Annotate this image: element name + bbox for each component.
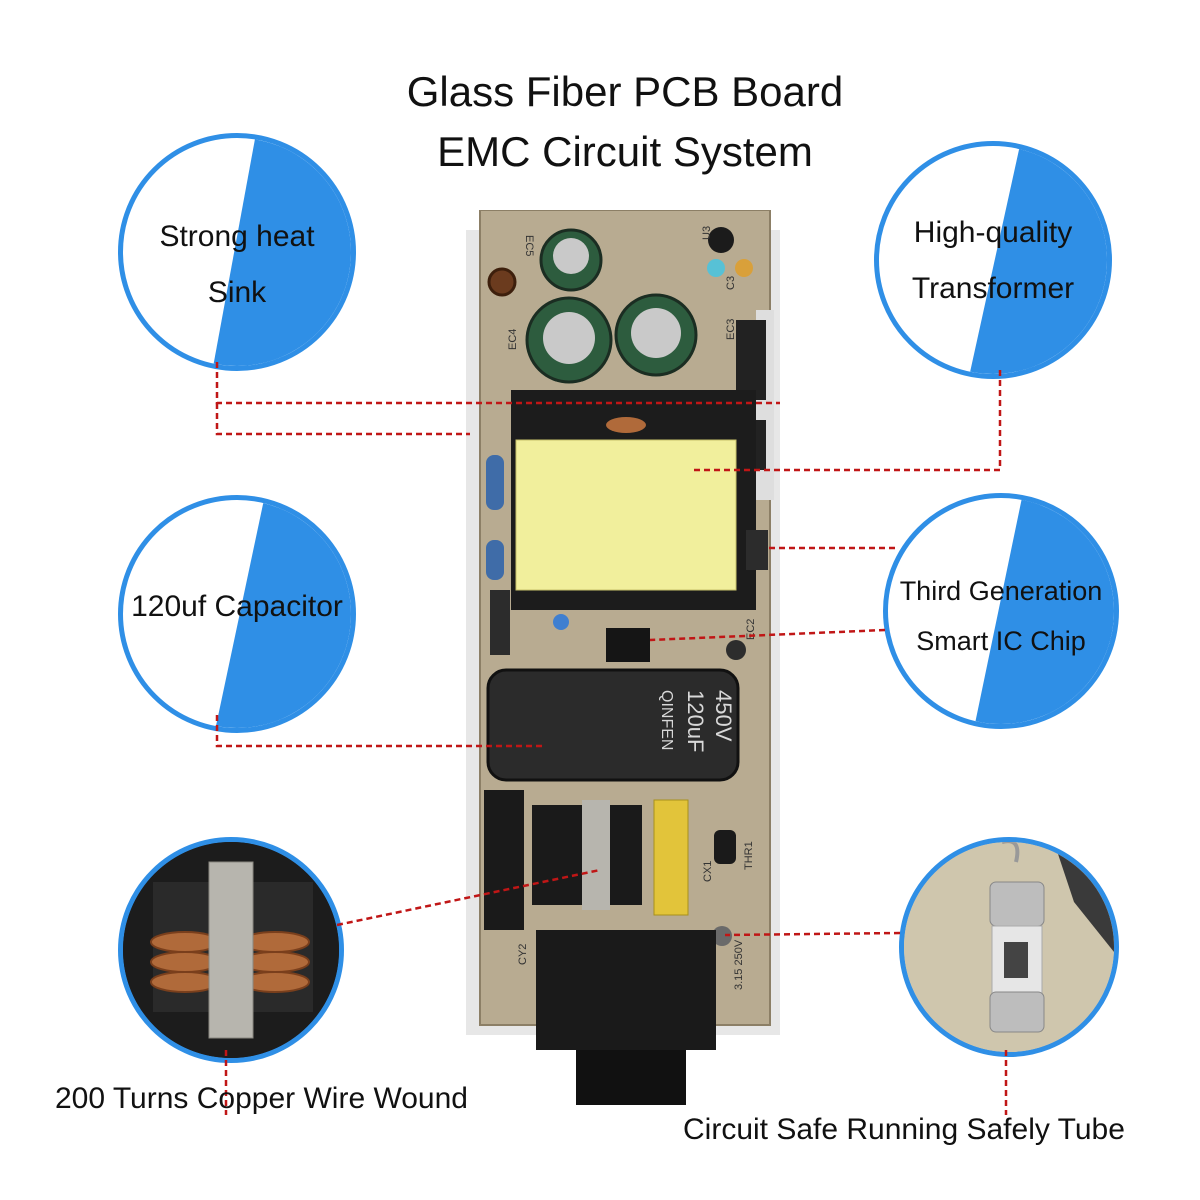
inductor-icon [487, 267, 517, 297]
pcb-board: EC5 EC4 EC3 EC2 C3 U3 CX1 CY2 THR1 3.15 … [466, 210, 780, 1105]
board-label-ec4: EC4 [507, 329, 519, 350]
badge-blue-half [974, 498, 1114, 724]
capacitor-top-icon [631, 308, 681, 358]
chip-u2-icon [746, 530, 768, 570]
capacitor-blue-icon [553, 614, 569, 630]
coil-photo [118, 837, 344, 1063]
transformer-tape-icon [515, 439, 737, 591]
small-capacitor-icon [735, 259, 753, 277]
heat-sink-badge: Strong heat Sink [118, 133, 356, 371]
inlet-lip-icon [576, 1050, 686, 1105]
transistor-icon [708, 227, 734, 253]
capacitor-blue-icon [486, 540, 504, 580]
capacitor-badge: 120uf Capacitor [118, 495, 356, 733]
ic-chip-label-1: Third Generation [899, 576, 1103, 606]
ac-inlet-icon [536, 930, 716, 1050]
board-label-ec3: EC3 [725, 319, 737, 340]
capacitor-ec2-icon [726, 640, 746, 660]
rectifier-icon [736, 320, 766, 400]
capacitor-voltage-text: 450V [711, 690, 736, 742]
coil-caption: 200 Turns Copper Wire Wound [55, 1082, 468, 1115]
leader-heat-sink-bottom [215, 403, 470, 436]
badge-blue-half [215, 500, 351, 728]
badge-blue-half [213, 138, 351, 366]
mosfet-icon [490, 590, 510, 655]
capacitor-top-icon [553, 238, 589, 274]
heat-sink-label-2: Sink [207, 276, 267, 309]
badge-blue-half [969, 146, 1107, 374]
ic-chip-badge: Third Generation Smart IC Chip [883, 493, 1119, 729]
winding-icon [606, 417, 646, 433]
fuse-icon [712, 926, 732, 946]
choke-icon [484, 790, 524, 930]
transformer-label-1: High-quality [913, 216, 1073, 249]
title-line-2: EMC Circuit System [437, 128, 813, 175]
capacitor-value-text: 120uF [683, 690, 708, 752]
capacitor-blue-icon [486, 455, 504, 510]
board-label-u3: U3 [701, 226, 713, 240]
board-label-c3: C3 [725, 276, 737, 290]
fuse-photo [899, 837, 1119, 1057]
ic-chip-icon [606, 628, 650, 662]
board-label-ec2: EC2 [745, 619, 757, 640]
transformer-badge: High-quality Transformer [874, 141, 1112, 379]
coil-core-icon [582, 800, 610, 910]
board-label-cy2: CY2 [517, 944, 529, 965]
fuse-caption: Circuit Safe Running Safely Tube [683, 1113, 1125, 1146]
capacitor-brand-text: QINFEN [658, 690, 675, 750]
fuse-closeup-icon [904, 842, 1114, 1052]
ic-chip-label-2: Smart IC Chip [916, 626, 1086, 656]
board-label-cx1: CX1 [702, 861, 714, 882]
heat-sink-label-1: Strong heat [159, 220, 315, 253]
board-label-fuse-rating: 3.15 250V [733, 939, 745, 990]
capacitor-top-icon [543, 312, 595, 364]
coil-closeup-icon [123, 842, 339, 1058]
x-capacitor-icon [653, 799, 689, 916]
board-label-ec5: EC5 [523, 235, 535, 256]
capacitor-label: 120uf Capacitor [131, 590, 343, 623]
board-label-thr1: THR1 [743, 841, 755, 870]
thermistor-icon [714, 830, 736, 864]
title-line-1: Glass Fiber PCB Board [406, 68, 844, 115]
transformer-label-2: Transformer [911, 272, 1075, 305]
led-icon [707, 259, 725, 277]
